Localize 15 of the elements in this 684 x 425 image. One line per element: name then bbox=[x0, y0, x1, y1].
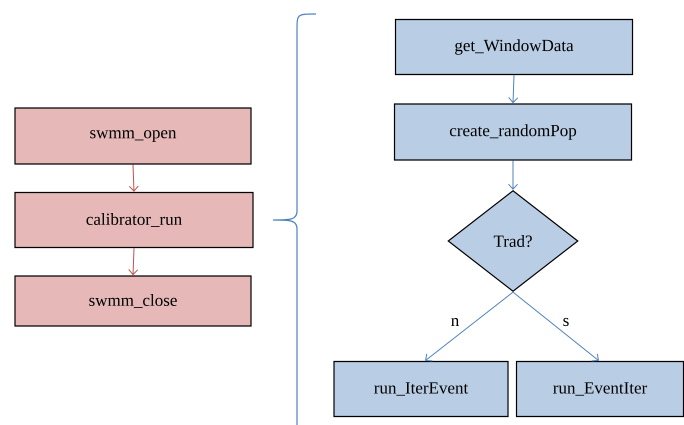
edge-label: s bbox=[562, 316, 570, 328]
process-box: calibrator_run bbox=[14, 192, 254, 248]
arrow bbox=[508, 160, 518, 190]
arrow bbox=[128, 164, 139, 192]
edge-label: n bbox=[450, 317, 460, 327]
process-box: swmm_open bbox=[14, 107, 252, 165]
process-box: get_WindowData bbox=[394, 18, 634, 76]
arrow bbox=[425, 292, 514, 362]
process-box: create_randomPop bbox=[394, 103, 632, 161]
arrow bbox=[508, 74, 518, 104]
process-box: run_IterEvent bbox=[333, 360, 509, 418]
arrow bbox=[128, 248, 138, 276]
process-box: swmm_close bbox=[14, 275, 252, 327]
process-box: run_EventIter bbox=[516, 360, 684, 418]
arrow bbox=[512, 292, 599, 362]
